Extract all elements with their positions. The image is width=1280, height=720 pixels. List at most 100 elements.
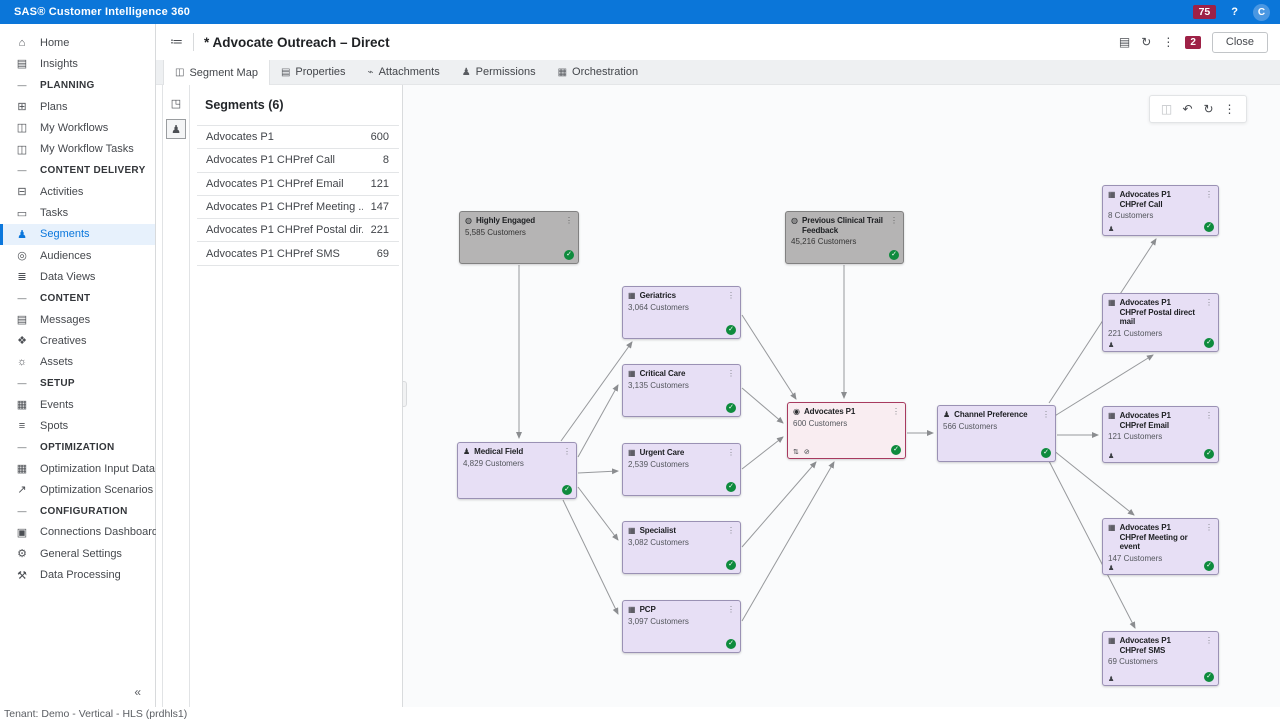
sidebar-item-insights[interactable]: ▤ Insights <box>0 53 155 74</box>
node-channel-preference[interactable]: ♟ Channel Preference ⋮ 566 Customers ✓ <box>937 405 1056 462</box>
node-geriatrics[interactable]: ▦ Geriatrics ⋮ 3,064 Customers ✓ <box>622 286 741 339</box>
Advocates P1 CHPref Postal dir...[interactable]: Advocates P1 CHPref Postal dir... 221 <box>197 219 399 243</box>
sidebar-item-events[interactable]: ▦ Events <box>0 394 155 415</box>
node-medical-field[interactable]: ♟ Medical Field ⋮ 4,829 Customers ✓ <box>457 442 577 499</box>
panel-resize-handle[interactable]: ⋮ <box>403 381 407 407</box>
sidebar-item-data-processing[interactable]: ⚒ Data Processing <box>0 564 155 585</box>
user-avatar[interactable]: C <box>1253 3 1270 21</box>
node-specialist[interactable]: ▦ Specialist ⋮ 3,082 Customers ✓ <box>622 521 741 574</box>
Advocates P1 CHPref SMS[interactable]: Advocates P1 CHPref SMS 69 <box>197 242 399 266</box>
notification-badge[interactable]: 75 <box>1192 5 1217 19</box>
help-icon[interactable]: ? <box>1231 6 1238 18</box>
node-advocates-p1-chpref-call[interactable]: ▦ Advocates P1 CHPref Call ⋮ 8 Customers… <box>1102 185 1219 236</box>
people-icon: ♟ <box>171 123 181 136</box>
canvas-more-button[interactable]: ⋮ <box>1219 99 1240 120</box>
sidebar-item-assets[interactable]: ☼ Assets <box>0 351 155 372</box>
tab-properties[interactable]: ▤ Properties <box>270 60 357 84</box>
node-advocates-p1[interactable]: ◉ Advocates P1 ⋮ 600 Customers ⇅ ⊘ ✓ <box>787 402 906 459</box>
tab-permissions[interactable]: ♟ Permissions <box>451 60 547 84</box>
undo-button[interactable]: ↶ <box>1177 99 1198 120</box>
sidebar-item-audiences[interactable]: ◎ Audiences <box>0 245 155 266</box>
sidebar-item-data-views[interactable]: ≣ Data Views <box>0 266 155 287</box>
node-menu-icon[interactable]: ⋮ <box>727 526 735 535</box>
sidebar-item-my-workflow-tasks[interactable]: ◫ My Workflow Tasks <box>0 138 155 159</box>
sidebar-item-connections-dashboard[interactable]: ▣ Connections Dashboard <box>0 522 159 543</box>
node-menu-icon[interactable]: ⋮ <box>727 605 735 614</box>
sidebar-item-home[interactable]: ⌂ Home <box>0 32 155 53</box>
engagement-icon: ◍ <box>465 216 472 225</box>
node-menu-icon[interactable]: ⋮ <box>1205 190 1213 199</box>
node-customer-count: 5,585 Customers <box>465 228 526 237</box>
sidebar-item-spots[interactable]: ≡ Spots <box>0 415 155 436</box>
tab-orchestration[interactable]: ▦ Orchestration <box>547 60 649 84</box>
node-customer-count: 45,216 Customers <box>791 237 857 247</box>
sidebar-item-creatives[interactable]: ❖ Creatives <box>0 330 155 351</box>
sidebar-item-segments[interactable]: ♟ Segments <box>0 223 155 246</box>
more-icon[interactable]: ⋮ <box>1162 35 1175 49</box>
node-pcp[interactable]: ▦ PCP ⋮ 3,097 Customers ✓ <box>622 600 741 653</box>
refresh-icon[interactable]: ↻ <box>1141 35 1152 49</box>
redo-button[interactable]: ↻ <box>1198 99 1219 120</box>
document-icon[interactable]: ▤ <box>1118 35 1131 49</box>
node-menu-icon[interactable]: ⋮ <box>892 407 900 416</box>
node-menu-icon[interactable]: ⋮ <box>1205 298 1213 307</box>
list-menu-icon[interactable]: ≔ <box>170 34 183 49</box>
sidebar-item-optimization-scenarios[interactable]: ↗ Optimization Scenarios <box>0 479 155 500</box>
node-title: Specialist <box>639 526 676 535</box>
Advocates P1[interactable]: Advocates P1 600 <box>197 126 399 150</box>
segments-tree-button[interactable]: ♟ <box>166 119 186 139</box>
copy-button[interactable]: ◫ <box>1156 99 1177 120</box>
node-menu-icon[interactable]: ⋮ <box>1205 523 1213 532</box>
sidebar-item-label: CONFIGURATION <box>40 505 128 517</box>
sidebar-item-plans[interactable]: ⊞ Plans <box>0 96 155 117</box>
sidebar-item-activities[interactable]: ⊟ Activities <box>0 181 155 202</box>
tab-attachments[interactable]: ⌁ Attachments <box>357 60 451 84</box>
node-menu-icon[interactable]: ⋮ <box>727 369 735 378</box>
properties-icon: ▤ <box>280 66 291 78</box>
node-title: Advocates P1 CHPref SMS <box>1119 636 1171 655</box>
node-previous-clinical-trail-feedback[interactable]: ◍ Previous Clinical Trail Feedback ⋮ 45,… <box>785 211 904 264</box>
node-menu-icon[interactable]: ⋮ <box>565 216 573 225</box>
sidebar-item-my-workflows[interactable]: ◫ My Workflows <box>0 117 155 138</box>
node-customer-count: 3,082 Customers <box>628 538 689 547</box>
sidebar-item-label: Connections Dashboard <box>40 526 159 539</box>
node-advocates-p1-chpref-postal[interactable]: ▦ Advocates P1 CHPref Postal direct mail… <box>1102 293 1219 352</box>
sidebar-section-setup: — SETUP <box>0 373 155 394</box>
sidebar-item-messages[interactable]: ▤ Messages <box>0 309 155 330</box>
node-menu-icon[interactable]: ⋮ <box>1042 410 1050 419</box>
header-badge[interactable]: 2 <box>1185 35 1201 49</box>
table-icon: ▦ <box>628 605 636 614</box>
sidebar-item-optimization-input-data[interactable]: ▦ Optimization Input Data <box>0 458 155 479</box>
sidebar-item-general-settings[interactable]: ⚙ General Settings <box>0 543 155 564</box>
collapse-sidebar-icon[interactable]: « <box>134 685 141 699</box>
table-icon: ▦ <box>1108 190 1116 199</box>
Advocates P1 CHPref Email[interactable]: Advocates P1 CHPref Email 121 <box>197 173 399 196</box>
node-menu-icon[interactable]: ⋮ <box>890 216 898 225</box>
node-menu-icon[interactable]: ⋮ <box>727 448 735 457</box>
status-check-icon: ✓ <box>726 560 736 570</box>
node-customer-count: 8 Customers <box>1108 211 1154 221</box>
node-critical-care[interactable]: ▦ Critical Care ⋮ 3,135 Customers ✓ <box>622 364 741 417</box>
node-advocates-p1-chpref-email[interactable]: ▦ Advocates P1 CHPref Email ⋮ 121 Custom… <box>1102 406 1219 463</box>
status-check-icon: ✓ <box>726 482 736 492</box>
node-urgent-care[interactable]: ▦ Urgent Care ⋮ 2,539 Customers ✓ <box>622 443 741 496</box>
node-advocates-p1-chpref-sms[interactable]: ▦ Advocates P1 CHPref SMS ⋮ 69 Customers… <box>1102 631 1219 686</box>
overview-button[interactable]: ◳ <box>166 93 186 113</box>
page-title: * Advocate Outreach – Direct <box>204 34 390 50</box>
node-advocates-p1-chpref-meeting[interactable]: ▦ Advocates P1 CHPref Meeting or event ⋮… <box>1102 518 1219 575</box>
workflow-tasks-icon: ◫ <box>16 143 28 156</box>
tab-segment-map[interactable]: ◫ Segment Map <box>163 60 270 85</box>
sidebar-item-tasks[interactable]: ▭ Tasks <box>0 202 155 223</box>
status-check-icon: ✓ <box>564 250 574 260</box>
node-menu-icon[interactable]: ⋮ <box>1205 636 1213 645</box>
Advocates P1 CHPref Call[interactable]: Advocates P1 CHPref Call 8 <box>197 149 399 173</box>
node-menu-icon[interactable]: ⋮ <box>563 447 571 456</box>
node-menu-icon[interactable]: ⋮ <box>727 291 735 300</box>
close-button[interactable]: Close <box>1211 31 1268 53</box>
node-menu-icon[interactable]: ⋮ <box>1205 411 1213 420</box>
people-icon: ♟ <box>1108 453 1115 460</box>
table-icon: ▦ <box>628 369 636 378</box>
Advocates P1 CHPref Meeting ...[interactable]: Advocates P1 CHPref Meeting ... 147 <box>197 196 399 220</box>
segment-map-canvas[interactable]: ⋮ ◫ ↶ <box>403 85 1280 707</box>
node-highly-engaged[interactable]: ◍ Highly Engaged ⋮ 5,585 Customers ✓ <box>459 211 579 264</box>
